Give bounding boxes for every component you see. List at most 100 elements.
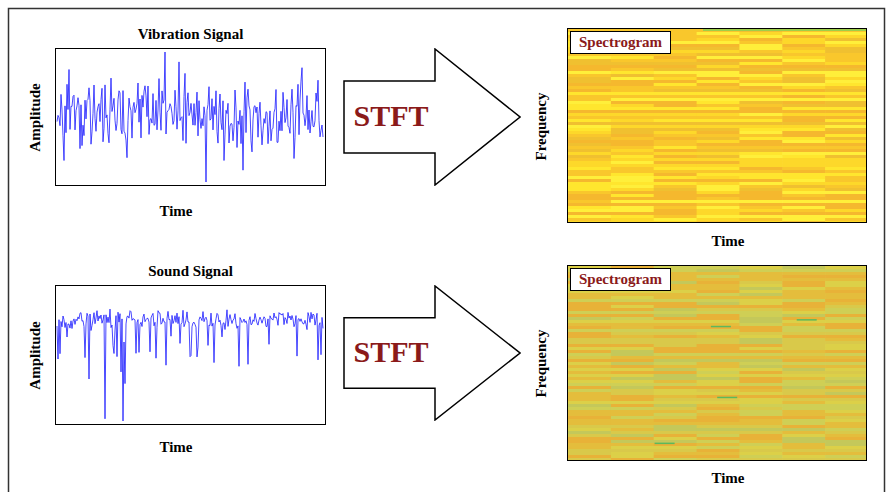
spectrogram-cell (611, 293, 655, 296)
spectrogram-cell (611, 455, 655, 458)
axis-label: Time (711, 470, 744, 487)
spectrogram-cell (697, 362, 741, 365)
spectrogram-cell (568, 323, 612, 326)
spectrogram-cell (782, 44, 826, 47)
spectrogram-cell (739, 278, 783, 281)
spectrogram-cell (739, 110, 783, 113)
spectrogram-cell (568, 383, 612, 386)
spectrogram-cell (739, 140, 783, 143)
spectrogram-cell (825, 377, 866, 380)
spectrogram-cell (654, 107, 698, 110)
spectrogram-cell (697, 317, 741, 320)
spectrogram-cell (568, 335, 612, 338)
spectrogram-cell (611, 62, 655, 65)
spectrogram-cell (654, 92, 698, 95)
spectrogram-cell (568, 188, 612, 191)
spectrogram-cell (654, 188, 698, 191)
axis-label-vertical: Amplitude (27, 83, 44, 151)
spectrogram-cell (825, 137, 866, 140)
spectrogram-cell (739, 35, 783, 38)
spectrogram-cell (654, 410, 698, 413)
spectrogram-cell (654, 176, 698, 179)
spectrogram-cell (654, 125, 698, 128)
spectrogram-cell (825, 41, 866, 44)
spectrogram-cell (611, 86, 655, 89)
spectrogram-cell (782, 374, 826, 377)
spectrogram-cell (611, 146, 655, 149)
spectrogram-cell (654, 386, 698, 389)
spectrogram-cell (739, 44, 783, 47)
spectrogram-cell (697, 113, 741, 116)
spectrogram-cell (697, 62, 741, 65)
spectrogram-cell (611, 80, 655, 83)
spectrogram-cell (703, 29, 866, 31)
spectrogram-cell (782, 32, 826, 35)
spectrogram-cell (654, 128, 698, 131)
spectrogram-cell (739, 413, 783, 416)
spectrogram-cell (654, 425, 698, 428)
spectrogram-cell (697, 443, 741, 446)
spectrogram-cell (697, 365, 741, 368)
spectrogram-cell (697, 35, 741, 38)
spectrogram-cell (782, 395, 826, 398)
spectrogram-cell (782, 149, 826, 152)
spectrogram-cell (825, 449, 866, 452)
spectrogram-cell (782, 47, 826, 50)
spectrogram-cell (825, 443, 866, 446)
spectrogram-image (568, 266, 866, 460)
spectrogram-cell (611, 155, 655, 158)
spectrogram-cell (654, 104, 698, 107)
spectrogram-cell (611, 119, 655, 122)
spectrogram-cell (825, 353, 866, 356)
spectrogram-cell (739, 386, 783, 389)
spectrogram-cell (782, 68, 826, 71)
spectrogram-cell (654, 398, 698, 401)
spectrogram-cell (568, 104, 612, 107)
spectrogram-cell (697, 290, 741, 293)
spectrogram-cell (782, 377, 826, 380)
spectrogram-cell (568, 173, 612, 176)
spectrogram-cell (697, 212, 741, 215)
spectrogram-cell (697, 311, 741, 314)
spectrogram-cell (782, 134, 826, 137)
spectrogram-cell (697, 32, 741, 35)
spectrogram-cell (739, 380, 783, 383)
spectrogram-cell (739, 59, 783, 62)
spectrogram-cell (697, 314, 741, 317)
spectrogram-cell (611, 356, 655, 359)
spectrogram-cell (782, 356, 826, 359)
spectrogram-cell (568, 392, 612, 395)
spectrogram-cell (782, 131, 826, 134)
spectrogram-cell (611, 299, 655, 302)
spectrogram-cell (697, 413, 741, 416)
spectrogram-cell (697, 152, 741, 155)
spectrogram-cell (782, 326, 826, 329)
waveform-line (57, 309, 323, 421)
spectrogram-cell (825, 56, 866, 59)
spectrogram-cell (654, 182, 698, 185)
spectrogram-cell (654, 455, 698, 458)
spectrogram-cell (697, 293, 741, 296)
spectrogram-cell (825, 338, 866, 341)
plot-title: Sound Signal (26, 263, 355, 280)
spectrogram-cell (611, 71, 655, 74)
spectrogram-cell (825, 206, 866, 209)
spectrogram-cell (697, 458, 741, 460)
spectrogram-cell (568, 293, 612, 296)
spectrogram-cell (611, 137, 655, 140)
spectrogram-cell (782, 137, 826, 140)
spectrogram-cell (697, 368, 741, 371)
spectrogram-cell (568, 143, 612, 146)
spectrogram-cell (697, 455, 741, 458)
spectrogram-cell (782, 167, 826, 170)
spectrogram-cell (782, 407, 826, 410)
spectrogram-cell (654, 206, 698, 209)
spectrogram-cell (568, 404, 612, 407)
spectrogram-cell (654, 179, 698, 182)
spectrogram-cell (825, 77, 866, 80)
spectrogram-cell (825, 128, 866, 131)
spectrogram-cell (697, 353, 741, 356)
spectrogram-cell (697, 80, 741, 83)
spectrogram-cell (611, 59, 655, 62)
spectrogram-cell (697, 347, 741, 350)
